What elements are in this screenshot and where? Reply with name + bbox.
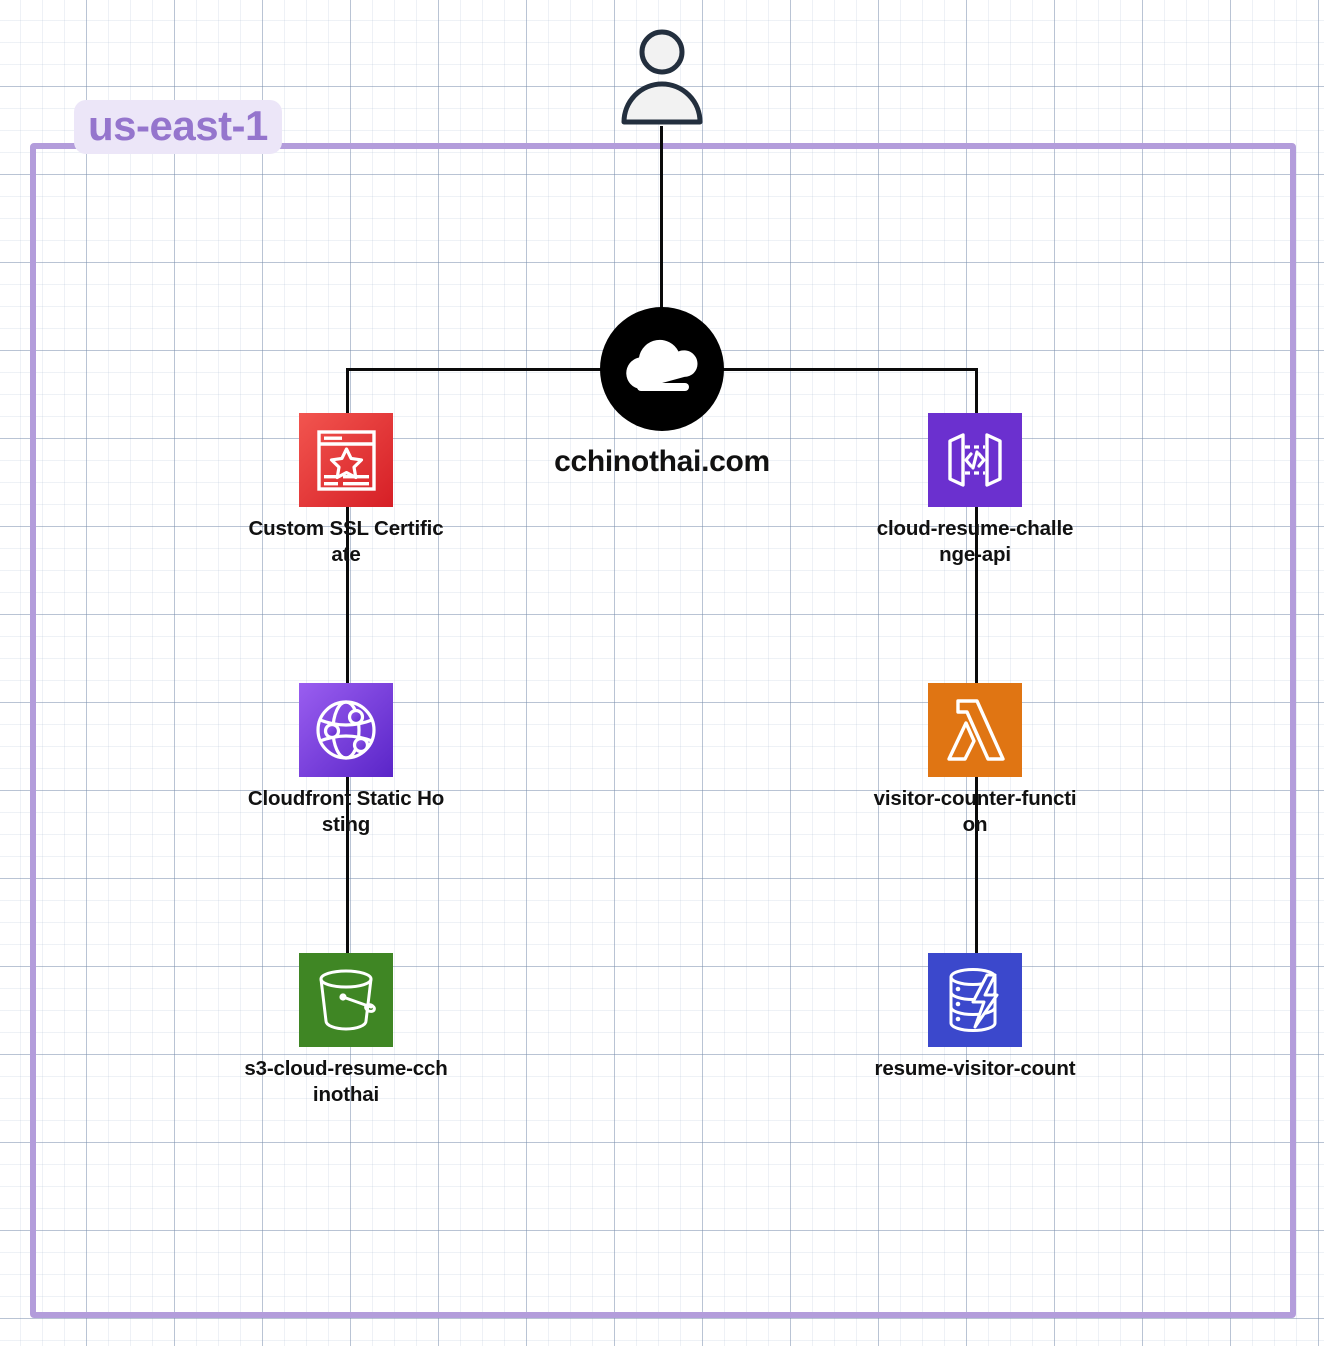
cloud-entrypoint-node[interactable]: cchinothai.com xyxy=(512,307,812,479)
dynamodb-icon xyxy=(928,953,1022,1047)
node-label-cloudfront: Cloudfront Static Hosting xyxy=(247,787,445,837)
node-label-lambda-function: visitor-counter-function xyxy=(873,787,1077,837)
region-boundary-us-east-1 xyxy=(30,143,1296,1318)
node-icon-wrap xyxy=(226,413,466,507)
node-label-s3-bucket: s3-cloud-resume-cchinothai xyxy=(244,1057,448,1107)
node-dynamodb-table[interactable]: resume-visitor-count xyxy=(855,953,1095,1082)
certificate-manager-icon xyxy=(299,413,393,507)
node-s3-bucket[interactable]: s3-cloud-resume-cchinothai xyxy=(226,953,466,1108)
cloud-internet-icon xyxy=(600,307,724,431)
cloud-entrypoint-label: cchinothai.com xyxy=(554,445,770,478)
api-gateway-icon xyxy=(928,413,1022,507)
cloudfront-icon xyxy=(299,683,393,777)
person-icon xyxy=(621,29,703,125)
node-cloudfront[interactable]: Cloudfront Static Hosting xyxy=(226,683,466,838)
node-icon-wrap xyxy=(855,413,1095,507)
connector-user-to-cloud xyxy=(660,126,663,314)
node-label-acm-certificate: Custom SSL Certificate xyxy=(248,517,444,567)
node-lambda-function[interactable]: visitor-counter-function xyxy=(855,683,1095,838)
connector-cloudfront-to-s3 xyxy=(346,773,349,953)
region-label: us-east-1 xyxy=(74,100,282,154)
connector-acm-to-cloudfront xyxy=(346,503,349,683)
node-api-gateway[interactable]: cloud-resume-challenge-api xyxy=(855,413,1095,568)
connector-cloud-horizontal-right xyxy=(722,368,976,371)
connector-cloud-to-acm xyxy=(346,368,349,413)
s3-bucket-icon xyxy=(299,953,393,1047)
lambda-icon xyxy=(928,683,1022,777)
connector-lambda-to-dynamodb xyxy=(975,773,978,953)
node-icon-wrap xyxy=(855,683,1095,777)
connector-apigw-to-lambda xyxy=(975,503,978,683)
node-icon-wrap xyxy=(855,953,1095,1047)
connector-cloud-to-apigw xyxy=(975,368,978,413)
node-label-api-gateway: cloud-resume-challenge-api xyxy=(876,517,1074,567)
node-acm-certificate[interactable]: Custom SSL Certificate xyxy=(226,413,466,568)
connector-cloud-horizontal-left xyxy=(346,368,601,371)
user-actor[interactable] xyxy=(614,26,710,126)
node-icon-wrap xyxy=(226,953,466,1047)
node-icon-wrap xyxy=(226,683,466,777)
node-label-dynamodb-table: resume-visitor-count xyxy=(874,1057,1076,1080)
